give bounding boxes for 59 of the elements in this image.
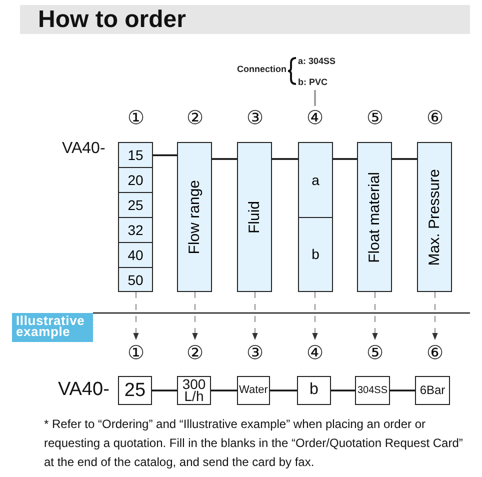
option-text: b: PVC [298,77,328,87]
connector-line [212,158,237,160]
step-number: ⑤ [363,106,387,130]
arrow [432,292,438,340]
connector-line [333,158,357,160]
size-option: 15 [118,142,153,168]
arrow [252,292,258,340]
parameter-column [417,142,452,292]
connector-line [211,390,237,392]
size-option: 32 [118,217,153,244]
size-option: 40 [118,242,153,268]
example-value: 300 L/h [177,376,211,405]
section-tag: Illustrative example [12,313,93,342]
step-number: ① [124,341,148,365]
size-option: 20 [118,167,153,194]
example-value: Water [237,376,270,405]
step-number: ⑥ [423,106,447,130]
title: How to order [38,6,186,34]
parameter-column [357,142,392,292]
connector-line [392,158,417,160]
step-number: ② [183,341,207,365]
connector-line [272,158,298,160]
step-number: ④ [303,341,327,365]
connector-line [270,390,297,392]
step-number: ⑤ [363,341,387,365]
connector-line [331,390,355,392]
example-value: 6Bar [415,376,450,405]
step-number: ③ [243,106,267,130]
connector-line [153,154,177,156]
connector-line [390,390,415,392]
model-prefix: VA40- [58,379,110,401]
parameter-label: Float material [366,172,383,262]
annotation-label: Connection [237,64,286,74]
example-value: 25 [118,376,152,405]
connection-option: b [298,216,333,292]
connection-option: a [298,142,333,218]
size-option: 50 [118,267,153,292]
example-value: 304SS [355,376,390,405]
parameter-label: Fluid [246,200,263,234]
option-text: a: 304SS [298,56,336,66]
arrow [312,292,318,340]
footnote: * Refer to “Ordering” and “Illustrative example” when placing an order or requesting a quotation. Fill in the blanks in the “Order/Quotation Request Card” at the end of the catalog, and send the card by fax. [44,416,464,471]
step-number: ③ [243,341,267,365]
step-number: ② [183,106,207,130]
arrow [133,292,139,340]
example-value: b [297,376,331,405]
size-option: 25 [118,192,153,218]
step-number: ① [124,106,148,130]
model-prefix: VA40- [62,140,106,158]
arrow [372,292,378,340]
step-number: ④ [303,106,327,130]
leader-line [314,90,316,106]
parameter-column [237,142,272,292]
connector-line [152,390,177,392]
parameter-label: Max. Pressure [426,168,443,266]
arrow [192,292,198,340]
step-number: ⑥ [423,341,447,365]
parameter-column [177,142,212,292]
parameter-label: Flow range [186,180,203,254]
